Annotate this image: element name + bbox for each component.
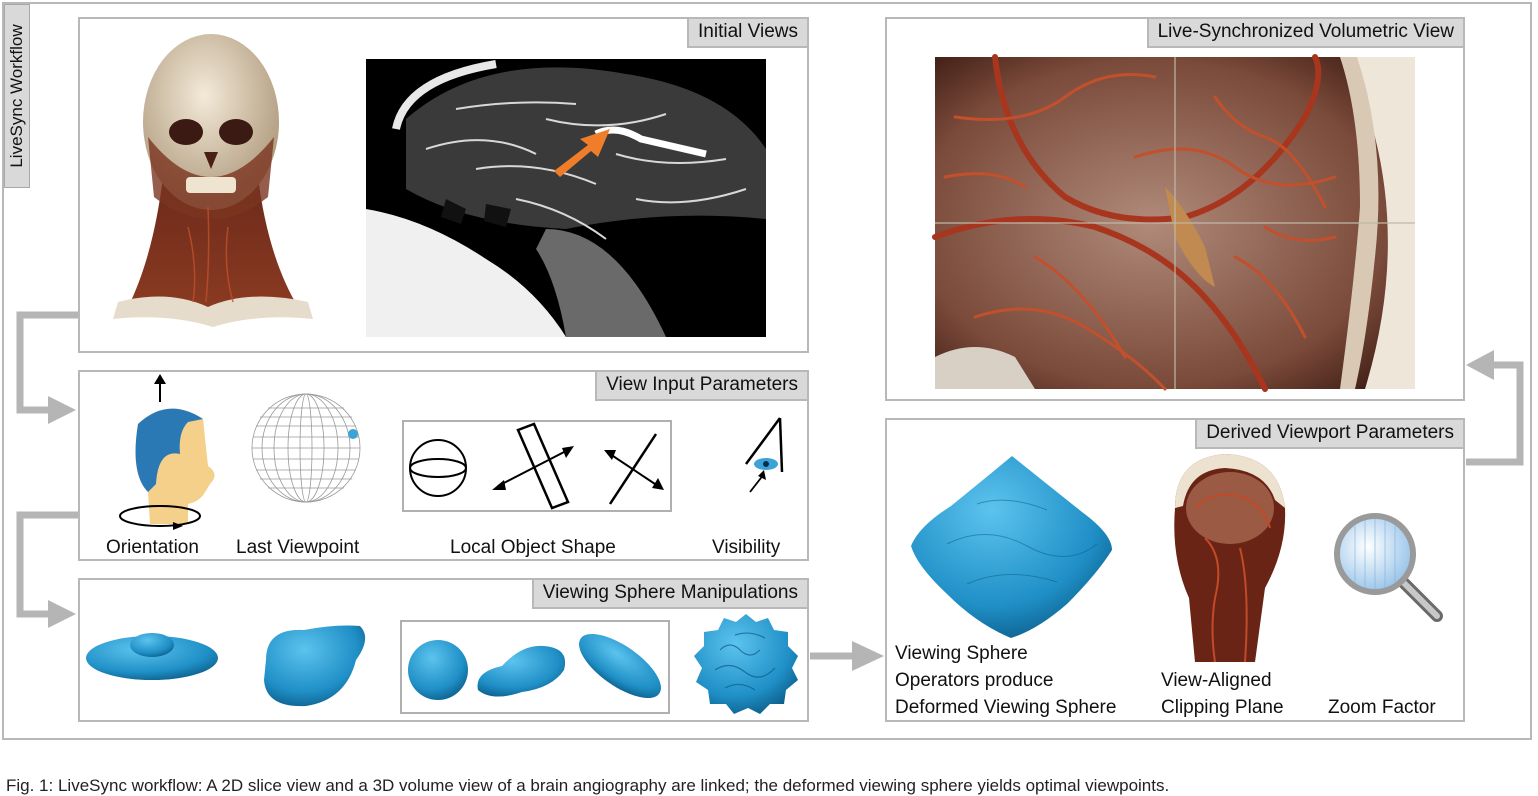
derived-viewport-parameters-title: Derived Viewport Parameters [1195,418,1465,449]
visibility-eye-icon [744,417,784,493]
live-synchronized-view-title: Live-Synchronized Volumetric View [1146,17,1465,48]
local-object-shape-box [402,420,672,512]
arrow-derived-to-live [1466,361,1524,466]
orange-arrow-icon [554,129,610,177]
arrow-initial-to-input [16,311,79,414]
orientation-label: Orientation [106,537,199,558]
workflow-label: LiveSync Workflow [4,4,30,188]
plane-caption-line-2: Clipping Plane [1161,697,1284,718]
visibility-label: Visibility [712,537,781,558]
orientation-head-icon [119,374,215,530]
noisy-sphere-shape [694,614,798,714]
stretched-sphere-shape [264,625,366,707]
last-viewpoint-label: Last Viewpoint [236,537,360,558]
live-synchronized-view-panel: Live-Synchronized Volumetric View [885,17,1465,401]
local-object-shape-label: Local Object Shape [450,537,616,558]
skull-volume-render [113,34,313,327]
figure-caption: Fig. 1: LiveSync workflow: A 2D slice vi… [6,776,1170,795]
deformed-viewing-sphere-shape [911,456,1112,638]
viewing-sphere-wireframe-icon [251,393,361,503]
vessel-volume-render [932,54,1415,392]
combined-shapes-box [400,620,670,714]
plane-shape-icon [492,422,574,510]
figure-frame [2,2,1532,740]
lumpy-sphere-shape [477,645,566,697]
zoom-magnifier-icon [1334,513,1443,622]
flattened-sphere-shape [86,633,218,680]
viewing-sphere-manipulations-title: Viewing Sphere Manipulations [531,578,809,609]
derived-viewport-parameters-panel: Derived Viewport Parameters Viewi [885,418,1465,722]
sphere-caption-line-3: Deformed Viewing Sphere [895,697,1117,718]
view-input-parameters-panel: View Input Parameters [78,370,809,561]
plane-caption-line-1: View-Aligned [1161,670,1272,691]
sphere-caption-line-2: Operators produce [895,670,1054,691]
sphere-shape-icon [409,439,467,497]
sphere-caption-line-1: Viewing Sphere [895,643,1028,664]
view-input-parameters-title: View Input Parameters [595,370,809,401]
small-sphere-shape [408,640,468,700]
initial-views-title: Initial Views [687,17,809,48]
initial-views-panel: Initial Views [78,17,809,353]
zoom-factor-caption: Zoom Factor [1328,697,1436,718]
line-shape-icon [604,433,664,505]
arrow-input-to-manipulations [16,511,79,618]
clipping-plane-head-render [1174,454,1286,663]
viewing-sphere-manipulations-panel: Viewing Sphere Manipulations [78,578,809,722]
ct-angiography-slice [366,59,766,337]
tilted-ellipsoid-shape [579,633,661,699]
